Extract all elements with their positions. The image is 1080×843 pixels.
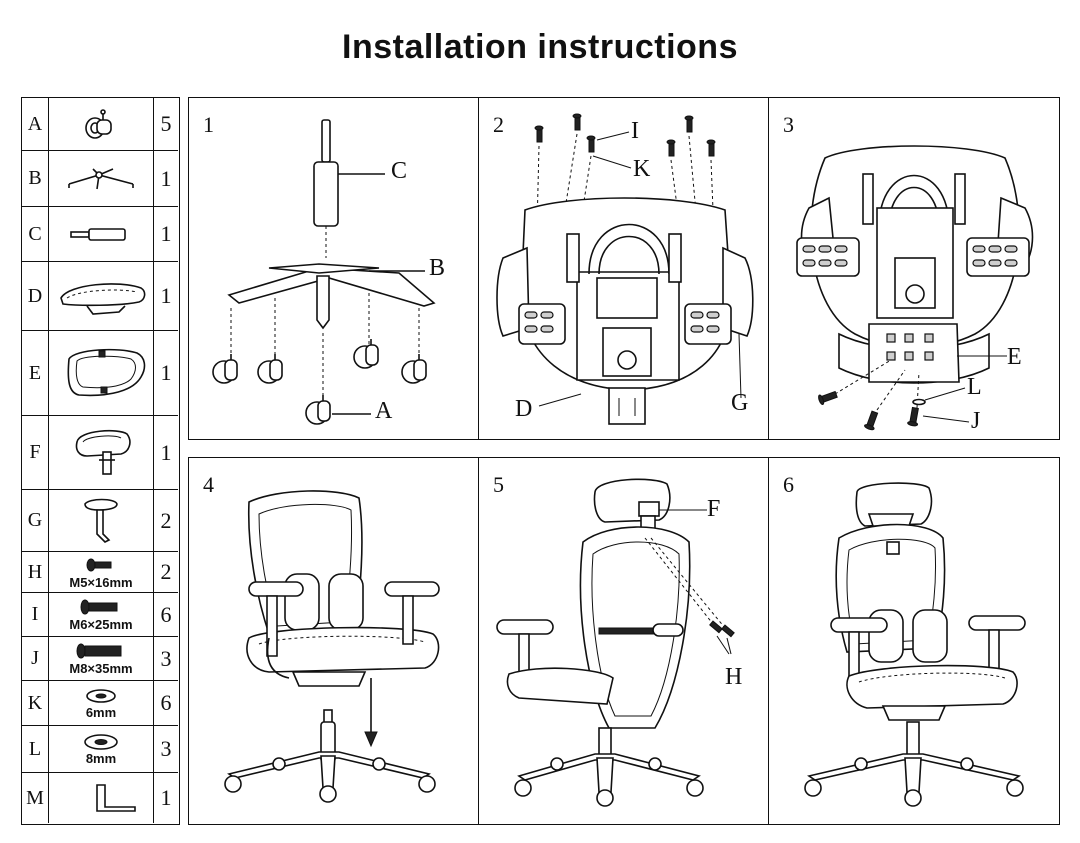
- step-3-illustration: [796, 145, 1034, 431]
- washer-icon: 8mm: [49, 726, 154, 772]
- part-qty: 2: [160, 559, 172, 584]
- part-row-d: D 1: [22, 261, 178, 330]
- callout-c: C: [391, 158, 408, 184]
- part-size: M8×35mm: [69, 661, 133, 676]
- part-row-e: E 1: [22, 330, 178, 415]
- screw-icon: M8×35mm: [49, 637, 154, 680]
- part-qty: 2: [160, 507, 172, 533]
- part-letter: L: [22, 726, 49, 772]
- part-row-a: A 5: [22, 98, 178, 150]
- part-size: M6×25mm: [69, 617, 133, 632]
- callout-b: B: [429, 255, 446, 281]
- part-row-c: C 1: [22, 206, 178, 261]
- step-1-illustration: [212, 119, 436, 425]
- step-panel-1: 1 C B A: [188, 97, 480, 440]
- step-panel-6: 6: [768, 457, 1060, 825]
- part-qty: 1: [160, 221, 172, 246]
- part-size: 8mm: [85, 750, 117, 766]
- step-6-illustration: [804, 482, 1026, 807]
- washer-icon: 6mm: [49, 681, 154, 725]
- part-size: M5×16mm: [69, 574, 133, 590]
- callout-i: I: [631, 118, 639, 144]
- step-panel-2: 2: [478, 97, 770, 440]
- callout-l: L: [967, 374, 982, 400]
- part-qty: 1: [160, 360, 172, 385]
- step-number: 3: [783, 112, 794, 137]
- part-row-k: K 6mm 6: [22, 680, 178, 725]
- part-row-j: J M8×35mm 3: [22, 636, 178, 680]
- screw-icon: M5×16mm: [49, 552, 154, 592]
- callout-j: J: [971, 408, 981, 434]
- step-2-illustration: [496, 113, 754, 425]
- part-qty: 1: [160, 785, 172, 810]
- part-qty: 5: [160, 111, 172, 136]
- part-row-h: H M5×16mm 2: [22, 551, 178, 592]
- step-number: 2: [493, 112, 504, 137]
- part-letter: F: [22, 416, 49, 489]
- part-letter: G: [22, 490, 49, 551]
- screw-icon: M6×25mm: [49, 593, 154, 636]
- step-4-illustration: [224, 490, 440, 803]
- part-qty: 3: [160, 736, 172, 761]
- callout-k: K: [633, 156, 651, 182]
- parts-table: A 5 B 1 C 1 D 1 E 1 F: [21, 97, 180, 825]
- callout-d: D: [515, 396, 533, 422]
- part-letter: B: [22, 151, 49, 206]
- part-row-i: I M6×25mm 6: [22, 592, 178, 636]
- part-letter: I: [22, 593, 49, 636]
- part-row-l: L 8mm 3: [22, 725, 178, 772]
- part-qty: 1: [160, 165, 172, 191]
- headrest-icon: [49, 416, 154, 489]
- part-letter: A: [22, 98, 49, 150]
- step-5-illustration: [496, 478, 735, 807]
- callout-e: E: [1007, 344, 1022, 370]
- part-letter: C: [22, 207, 49, 261]
- step-panel-3: 3 E L J: [768, 97, 1060, 440]
- callout-g: G: [731, 390, 749, 416]
- part-letter: J: [22, 637, 49, 680]
- seat-cushion-icon: [49, 262, 154, 330]
- armrest-icon: [49, 490, 154, 551]
- backrest-frame-icon: [49, 331, 154, 415]
- step-panel-5: 5 F H: [478, 457, 770, 825]
- part-row-m: M 1: [22, 772, 178, 823]
- part-letter: D: [22, 262, 49, 330]
- part-row-g: G 2: [22, 489, 178, 551]
- part-qty: 3: [160, 645, 172, 671]
- callout-h: H: [725, 664, 743, 690]
- part-row-f: F 1: [22, 415, 178, 489]
- part-qty: 1: [160, 439, 172, 465]
- part-letter: E: [22, 331, 49, 415]
- part-row-b: B 1: [22, 150, 178, 206]
- step-panel-4: 4: [188, 457, 480, 825]
- part-letter: H: [22, 552, 49, 592]
- part-qty: 6: [160, 690, 172, 715]
- star-base-icon: [49, 151, 154, 206]
- caster-wheel-icon: [49, 98, 154, 150]
- part-qty: 1: [160, 283, 172, 308]
- step-number: 5: [493, 472, 504, 497]
- step-number: 4: [203, 472, 214, 497]
- step-number: 6: [783, 472, 794, 497]
- callout-f: F: [707, 496, 721, 522]
- part-qty: 6: [160, 601, 172, 627]
- step-number: 1: [203, 112, 214, 137]
- gas-cylinder-icon: [49, 207, 154, 261]
- part-size: 6mm: [85, 704, 117, 720]
- page-title: Installation instructions: [342, 28, 738, 66]
- part-letter: M: [22, 773, 49, 823]
- hex-key-icon: [49, 773, 154, 823]
- part-letter: K: [22, 681, 49, 725]
- callout-a: A: [375, 398, 393, 424]
